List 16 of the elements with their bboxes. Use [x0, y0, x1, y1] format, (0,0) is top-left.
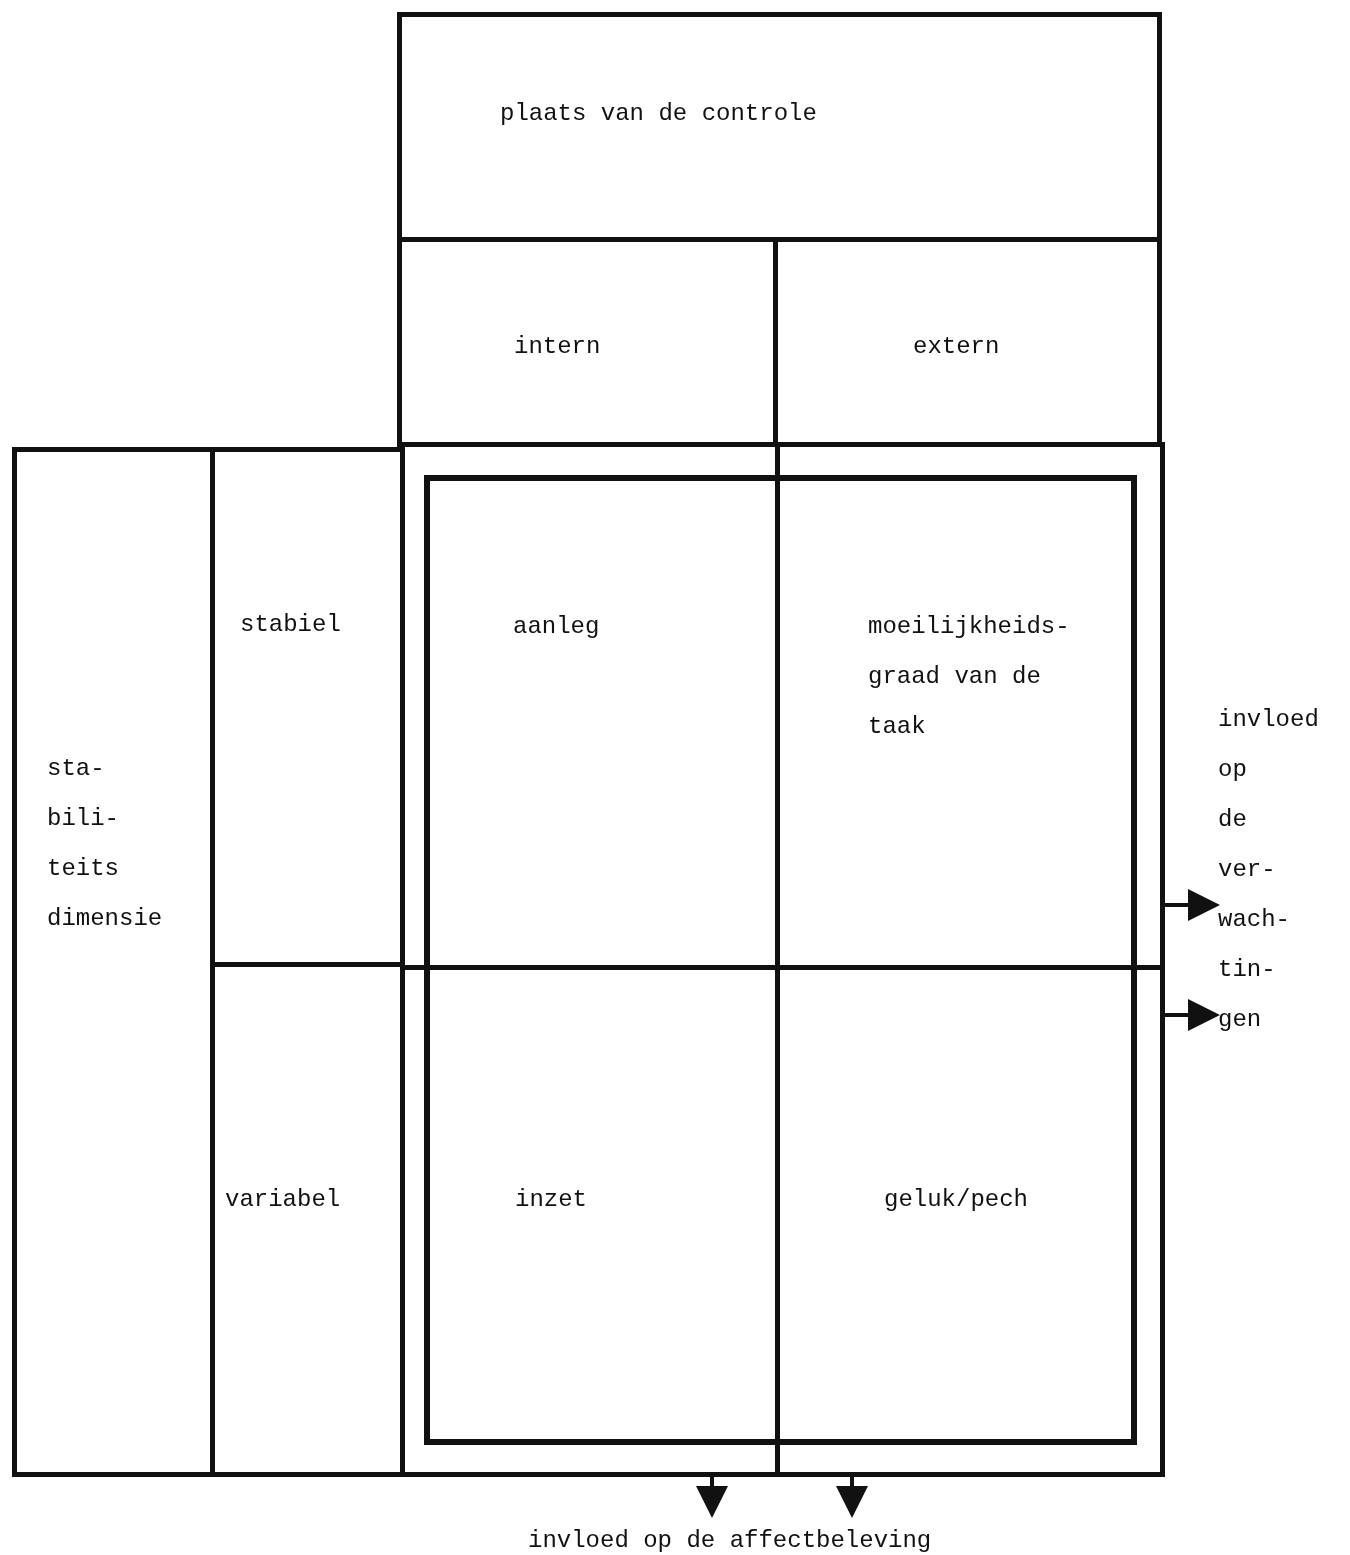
arrow — [1165, 999, 1220, 1031]
cell-label: stabiel — [240, 610, 341, 640]
cell-label: extern — [913, 332, 1000, 362]
arrow — [696, 1477, 728, 1518]
arrow — [1165, 889, 1220, 921]
cell-label: aanleg — [513, 612, 600, 642]
note-text: invloed op de ver- wach- tin- gen — [1218, 695, 1343, 1045]
note-text: invloed op de affectbeleving — [528, 1516, 988, 1555]
cell-label: sta- bili- teits dimensie — [47, 754, 164, 934]
cell-label: plaats van de controle — [500, 99, 817, 129]
cell-label: moeilijkheids- graad van de taak — [868, 612, 1071, 742]
cell-label: intern — [514, 332, 601, 362]
cell-label: variabel — [225, 1185, 341, 1215]
cell-label: inzet — [515, 1185, 587, 1215]
arrow — [836, 1477, 868, 1518]
cell-label: geluk/pech — [884, 1185, 1029, 1215]
